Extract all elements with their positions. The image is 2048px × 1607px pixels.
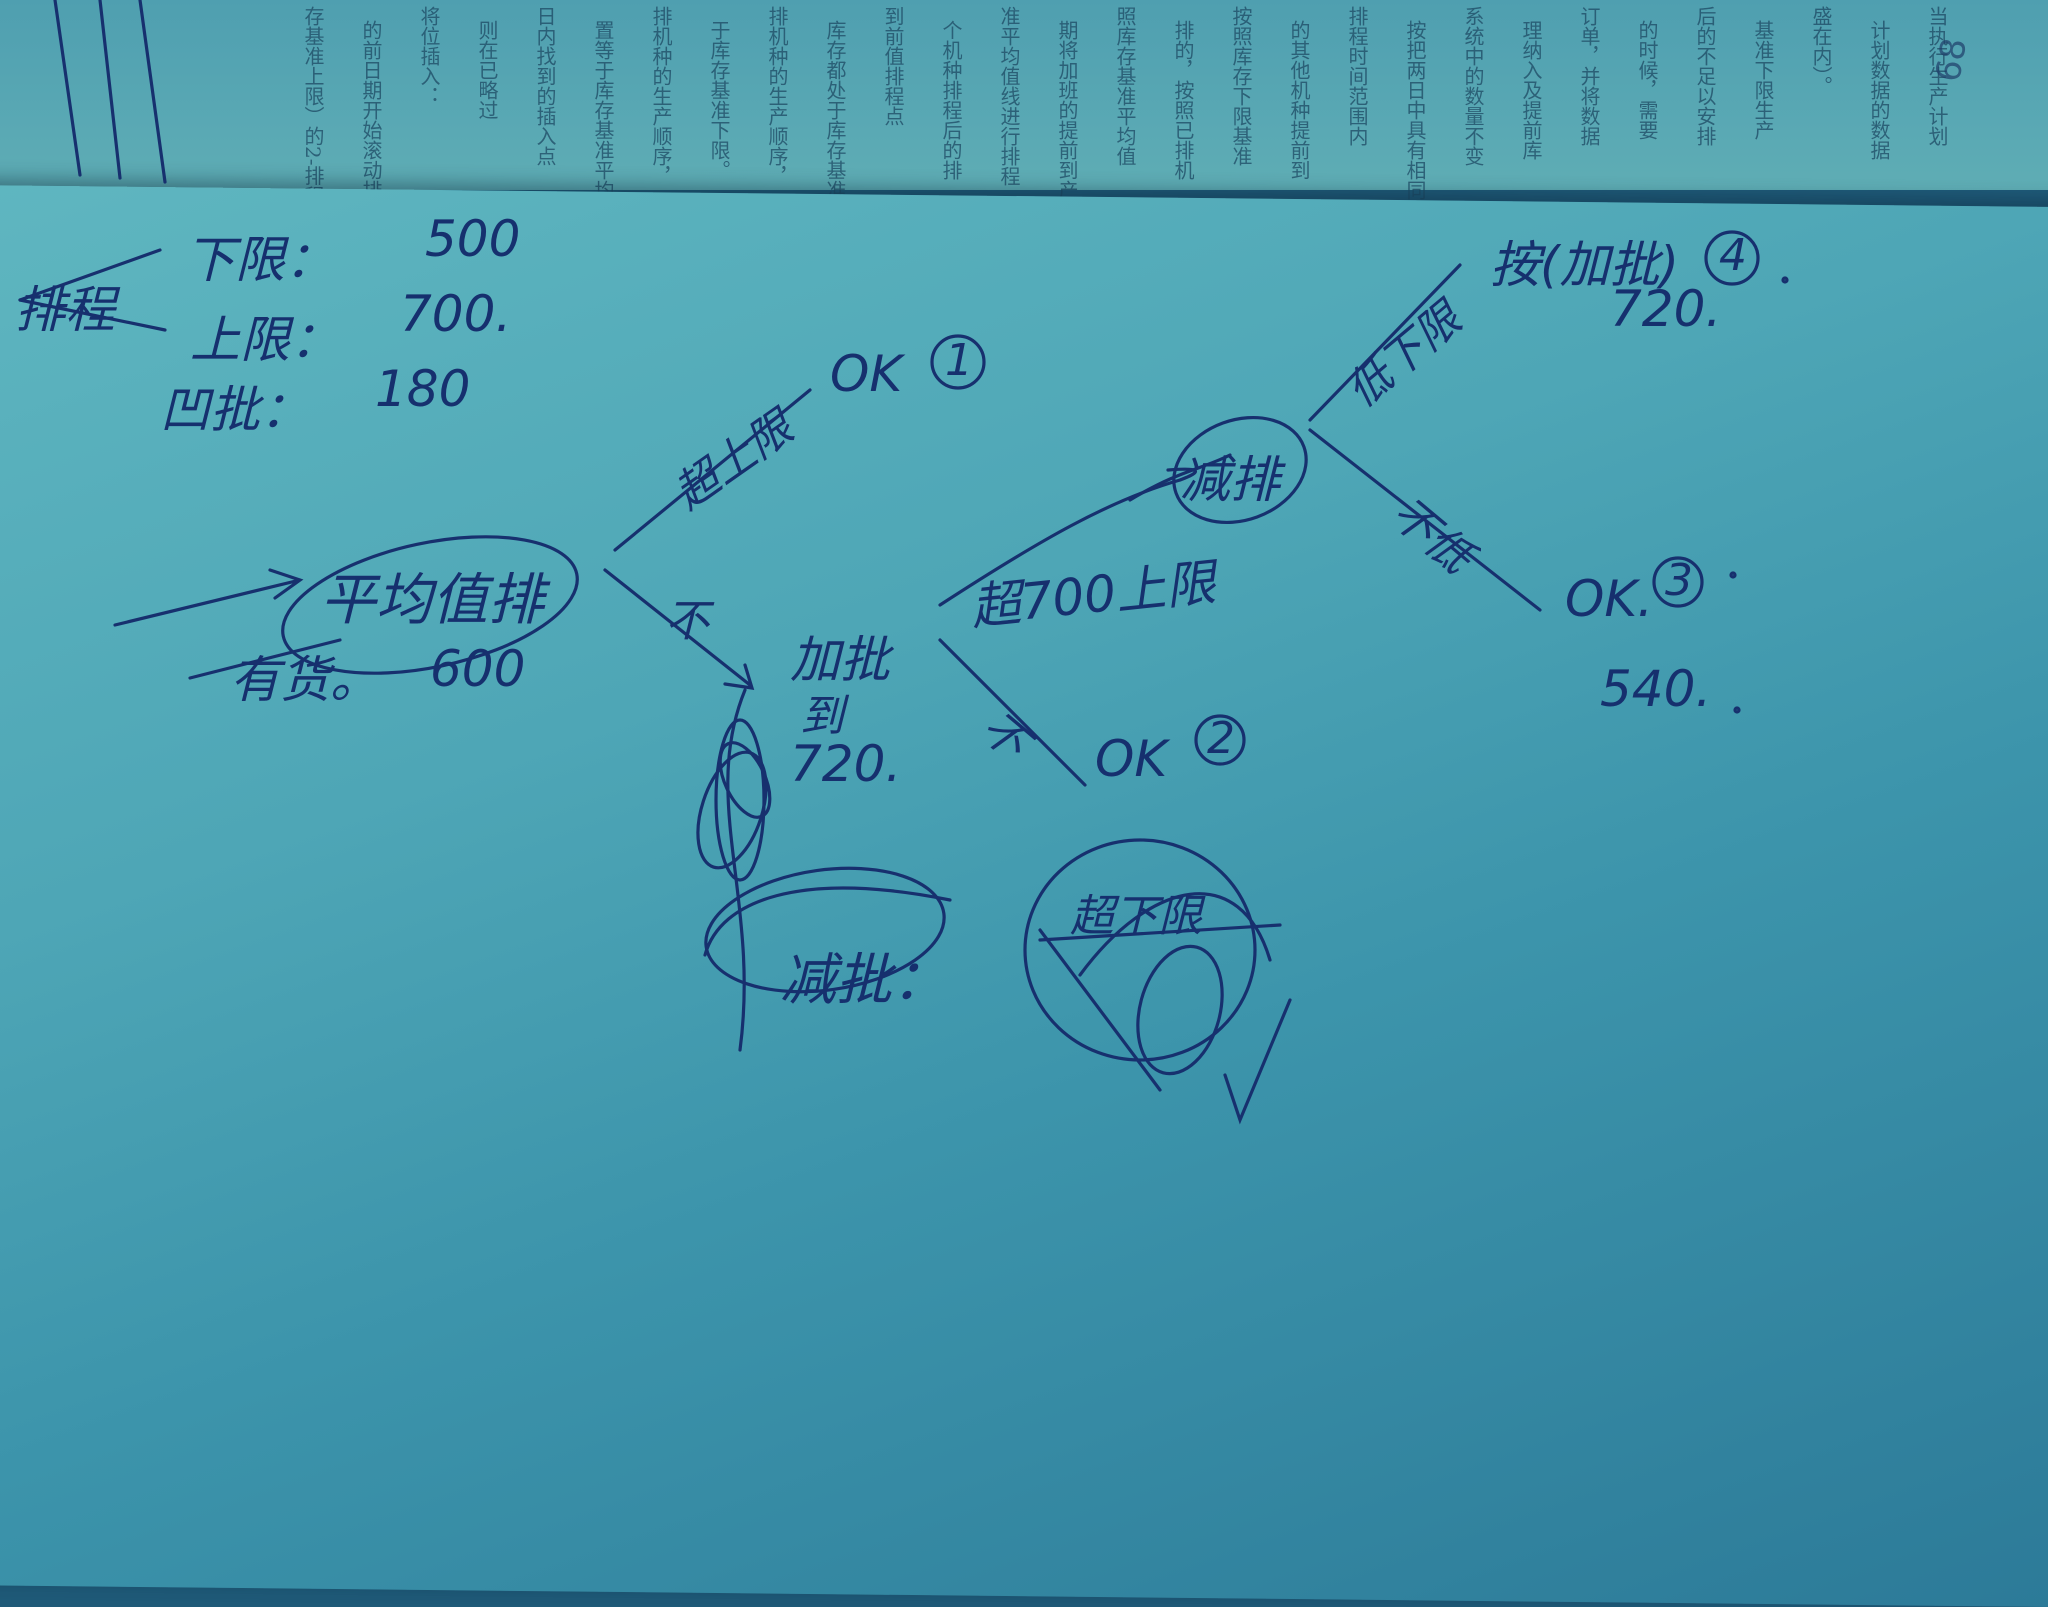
book-text-column: 基准下限生产 [1751,20,1775,140]
book-text-column: 于库存基准下限。 [707,20,731,180]
book-text-column: 的时候，需要 [1635,20,1659,140]
book-text-column: 排机种的生产顺序， [649,6,673,186]
lower-limit-label: 下限： [185,231,335,289]
ok3-label: OK. [1565,570,1654,628]
branch-to-ok1 [613,388,812,552]
scribble-down-stroke [726,688,747,1052]
over-lower-circle [1023,838,1257,1062]
branch-to-ok3 [1308,428,1542,612]
book-margin-line [138,0,167,184]
press-add-number: 4 [1719,230,1747,281]
book-text-column: 准平均值线进行排程 [997,6,1021,186]
inventory-value: 600 [430,640,526,698]
fork-upper-stroke [18,248,162,302]
ok2-number: 2 [1207,713,1235,764]
upper-limit-value: 700. [400,285,512,343]
input-arrow-upper [113,568,304,627]
branch-to-add-batch [603,568,755,690]
upper-limit-label: 上限： [190,311,340,369]
reduce-batch-label: 减批： [780,948,948,1013]
book-text-column: 排程时间范围内 [1345,6,1369,146]
book-text-column: 将位插入： [417,6,441,106]
book-margin-line [53,0,82,177]
start-node-label: 平均值排 [320,568,544,633]
input-arrow-lower [188,638,342,680]
book-text-column: 个机种排程后的排 [939,20,963,180]
book-text-column: 排机种的生产顺序， [765,6,789,186]
branch-no1-label: 不 [665,596,709,647]
book-text-column: 日内找到的插入点 [533,6,557,166]
book-page-background: 存基准上限）的2-排程 的前日期开始滚动排 将位插入： 则在已略过 日内找到的插入点 置等… [0,0,2048,205]
ok3-value: 540. [1600,660,1712,718]
header-left-label: 排程 [15,281,115,339]
start-node-ellipse [281,535,579,675]
ok1-circle [930,334,986,390]
book-text-column: 到前值排程点 [881,6,905,126]
ok3-number: 3 [1665,555,1693,606]
handwritten-strokes [18,0,1789,1125]
branch-to-ok2 [938,638,1087,787]
batch-label: 凹批： [160,381,310,439]
book-text-column: 盛在内）。 [1809,6,1833,96]
branch-to-below-lower [1308,263,1462,422]
reduce-node-label: 减排 [1180,451,1280,509]
book-text-column: 订单，并将数据 [1577,6,1601,146]
press-add-label: 按(加批) [1490,236,1680,294]
ok4-circle [1704,230,1760,286]
ok2-circle [1194,714,1246,766]
book-text-column: 排的，按照已排机 [1171,20,1195,180]
add-batch-label: 加批 [790,631,890,689]
book-text-column: 后的不足以安排 [1693,6,1717,146]
over-lower-label: 超下限 [1070,891,1202,942]
book-text-column: 的其他机种提前到 [1287,20,1311,180]
add-batch-to-label: 到 [800,691,844,742]
press-add-value: 720. [1610,280,1722,338]
ok2-label: OK [1095,730,1168,788]
check-mark [1223,998,1292,1125]
book-text-column: 存基准上限）的2-排程 [301,6,325,206]
book-text-column: 理纳入及提前库 [1519,20,1543,160]
book-text-column: 照库存基准平均值 [1113,6,1137,166]
book-text-column: 按把两日中具有相同 [1403,20,1427,200]
book-text-column: 系统中的数量不变 [1461,6,1485,166]
book-text-column: 的前日期开始滚动排 [359,20,383,200]
book-margin-line [98,0,122,180]
book-text-column: 计划数据的数据 [1867,20,1891,160]
ok1-number: 1 [945,335,973,386]
lower-limit-value: 500 [425,210,521,268]
book-text-column: 按照库存下限基准 [1229,6,1253,166]
book-text-column: 置等于库存基准平均 [591,20,615,200]
inventory-label: 有货。 [230,651,380,709]
book-text-column: 库存都处于库存基准 [823,20,847,200]
ok1-label: OK [830,345,903,403]
book-text-column: 则在已略过 [475,20,499,120]
fork-lower-stroke [18,298,167,332]
batch-value: 180 [375,360,471,418]
ok3-circle [1652,556,1704,608]
reduce-node-ellipse [1172,415,1308,525]
add-batch-value: 720. [790,735,902,793]
book-text-column: 当执行生产计划 [1925,6,1949,146]
book-text-column: 期将加班的提前到产 [1055,20,1079,200]
